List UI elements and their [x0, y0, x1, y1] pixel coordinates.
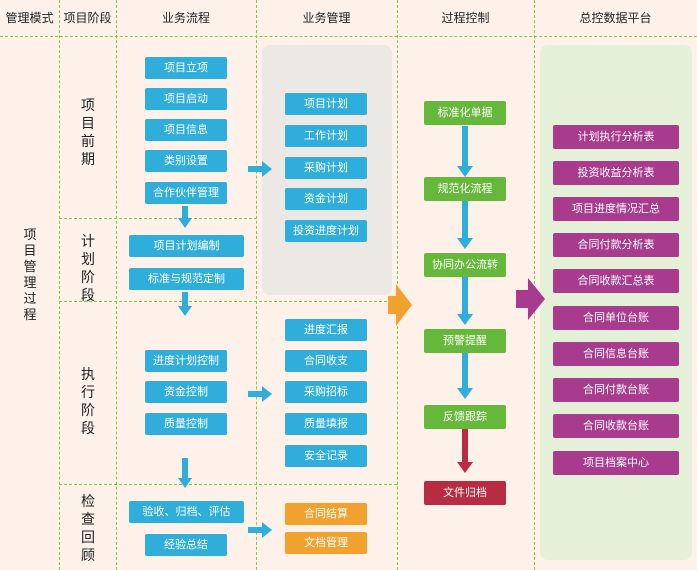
platform-archive-center: 项目档案中心	[553, 451, 679, 475]
mgmt-project-plan: 项目计划	[285, 93, 367, 115]
stage-label-planning: 计划阶段	[81, 234, 95, 304]
process-standard-forms: 标准化单据	[424, 101, 506, 125]
mgmt-investment-schedule: 投资进度计划	[285, 220, 367, 242]
process-feedback-tracking: 反馈跟踪	[424, 405, 506, 429]
platform-contract-receipt-ledger: 合同收款台账	[553, 414, 679, 438]
flow-project-initiation: 项目立项	[145, 57, 227, 79]
flow-acceptance-archive: 验收、归档、评估	[129, 501, 244, 523]
flow-project-info: 项目信息	[145, 119, 227, 141]
header-business-management: 业务管理	[302, 11, 351, 25]
process-early-warning: 预警提醒	[424, 329, 506, 353]
header-business-flow: 业务流程	[161, 11, 210, 25]
mode-label: 项目管理过程	[23, 228, 37, 323]
flow-schedule-control: 进度计划控制	[145, 350, 227, 372]
process-standard-workflow: 规范化流程	[424, 177, 506, 201]
header-data-platform: 总控数据平台	[579, 11, 652, 25]
header-underline	[0, 36, 697, 37]
flow-plan-compilation: 项目计划编制	[129, 235, 244, 257]
stage-label-execution: 执行阶段	[81, 367, 95, 437]
mgmt-work-plan: 工作计划	[285, 125, 367, 147]
flow-partner-management: 合作伙伴管理	[145, 182, 227, 204]
stage-label-initiation: 项目前期	[81, 98, 95, 168]
platform-contractor-ledger: 合同单位台账	[553, 306, 679, 330]
mgmt-quality-reporting: 质量填报	[285, 413, 367, 435]
flow-standards-definition: 标准与规范定制	[129, 268, 244, 290]
mgmt-procurement-bidding: 采购招标	[285, 381, 367, 403]
mgmt-fund-plan: 资金计划	[285, 188, 367, 210]
mgmt-contract-settlement: 合同结算	[285, 503, 367, 525]
divider-5	[534, 0, 535, 570]
platform-contract-payment-report: 合同付款分析表	[553, 233, 679, 257]
flow-category-settings: 类别设置	[145, 150, 227, 172]
flow-quality-control: 质量控制	[145, 413, 227, 435]
mgmt-progress-report: 进度汇报	[285, 319, 367, 341]
platform-investment-return-report: 投资收益分析表	[553, 161, 679, 185]
header-management-mode: 管理模式	[5, 11, 54, 25]
platform-progress-summary: 项目进度情况汇总	[553, 197, 679, 221]
flow-lessons-learned: 经验总结	[145, 534, 227, 556]
header-process-control: 过程控制	[441, 11, 490, 25]
mgmt-document-management: 文档管理	[285, 532, 367, 554]
mgmt-safety-records: 安全记录	[285, 445, 367, 467]
flow-project-kickoff: 项目启动	[145, 88, 227, 110]
mgmt-procurement-plan: 采购计划	[285, 157, 367, 179]
mgmt-contract-payments: 合同收支	[285, 350, 367, 372]
process-file-archiving: 文件归档	[424, 481, 506, 505]
platform-contract-receipt-summary: 合同收款汇总表	[553, 269, 679, 293]
divider-2	[116, 0, 117, 570]
stage-label-review: 检查回顾	[81, 494, 95, 564]
divider-4	[397, 0, 398, 570]
header-project-stage: 项目阶段	[63, 11, 112, 25]
process-collaborative-office: 协同办公流转	[424, 253, 506, 277]
stage-divider-1	[59, 218, 257, 219]
divider-1	[59, 0, 60, 570]
divider-3	[256, 0, 257, 570]
flow-fund-control: 资金控制	[145, 381, 227, 403]
stage-divider-2	[59, 301, 397, 302]
platform-contract-info-ledger: 合同信息台账	[553, 342, 679, 366]
platform-contract-payment-ledger: 合同付款台账	[553, 378, 679, 402]
platform-plan-execution-report: 计划执行分析表	[553, 125, 679, 149]
stage-divider-3	[59, 484, 397, 485]
